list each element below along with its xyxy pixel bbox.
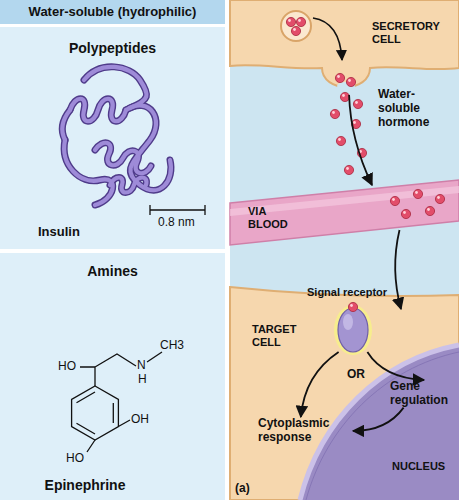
ellipse-part: [334, 305, 372, 355]
use-part: [435, 194, 444, 203]
use-part: [336, 136, 345, 145]
atom-label: HO: [66, 452, 90, 466]
polygon-part: [230, 180, 459, 245]
node-heading: Amines: [0, 263, 225, 279]
use-part: [425, 206, 434, 215]
node-heading: NUCLEUS: [392, 460, 456, 473]
blood-vessel: VIA BLOOD: [230, 185, 459, 230]
circle-part: [281, 11, 311, 41]
use-part: [390, 196, 399, 205]
scale-label: 0.8 nm: [158, 216, 208, 230]
use-part: [296, 17, 305, 26]
class-panel: AminesEpinephrine: [0, 253, 225, 500]
polygon-part: [72, 386, 119, 440]
node-heading: SECRETORY CELL: [372, 20, 456, 45]
node-caption: Epinephrine: [30, 477, 140, 493]
node-heading: TARGET CELL: [252, 323, 312, 348]
path-part: [306, 352, 459, 500]
gene-box: Gene regulation: [390, 380, 458, 408]
path-part: [77, 392, 114, 434]
path-part: [300, 345, 459, 500]
signal-arrow: [301, 352, 339, 417]
signal-arrow: [349, 95, 372, 185]
atom-label: OH: [131, 413, 155, 427]
node-heading: Polypeptides: [0, 40, 225, 56]
atom-label: CH3: [160, 339, 194, 353]
hormone-label: Water-soluble hormone: [378, 88, 438, 129]
header-band: Water-soluble (hydrophilic): [0, 0, 225, 24]
node-heading: Signal receptor: [307, 286, 401, 299]
path-part: [80, 352, 162, 452]
atom-label: HO: [58, 360, 82, 374]
use-part: [344, 165, 353, 174]
insulin-ribbon: [62, 67, 171, 205]
secretory-cell: SECRETORY CELL: [230, 0, 459, 95]
ellipse-part: [343, 314, 353, 330]
path-part: [230, 0, 459, 87]
node-heading: VIA BLOOD: [248, 205, 298, 230]
use-part: [346, 77, 355, 86]
use-part: [353, 99, 362, 108]
epinephrine-structure: [72, 352, 162, 452]
node-heading: Water-soluble (hydrophilic): [0, 5, 225, 20]
use-part: [401, 209, 410, 218]
use-part: [340, 92, 349, 101]
use-part: [413, 189, 422, 198]
ellipse-part: [338, 308, 368, 352]
hormone-molecules: [286, 17, 444, 311]
use-part: [335, 73, 344, 82]
use-part: [348, 302, 357, 311]
scale-bar: [150, 205, 205, 215]
panel-letter: (a): [235, 482, 261, 496]
secretory-cell-outline: [230, 0, 459, 95]
signal-arrow: [395, 230, 401, 309]
or-label: OR: [347, 368, 373, 382]
use-part: [291, 26, 300, 35]
use-part: [330, 109, 339, 118]
atom-label: H: [138, 373, 152, 387]
path-part: [230, 287, 459, 500]
use-part: [286, 17, 295, 26]
path-part: [150, 205, 205, 215]
target-cell: TARGET CELLSignal receptorCytoplasmic re…: [230, 265, 459, 500]
atom-label: N: [137, 359, 151, 373]
exocytosis-arrow: [313, 18, 342, 60]
extracellular-space: [230, 0, 459, 500]
signal-receptor: Signal receptor: [305, 286, 401, 352]
signal-arrow: [367, 352, 424, 380]
signal-arrow: [353, 408, 404, 431]
node-caption: Insulin: [38, 225, 118, 240]
node-heading: Gene regulation: [390, 380, 458, 408]
path-part: [300, 345, 459, 500]
insulin-ribbon-outline: [62, 67, 171, 205]
